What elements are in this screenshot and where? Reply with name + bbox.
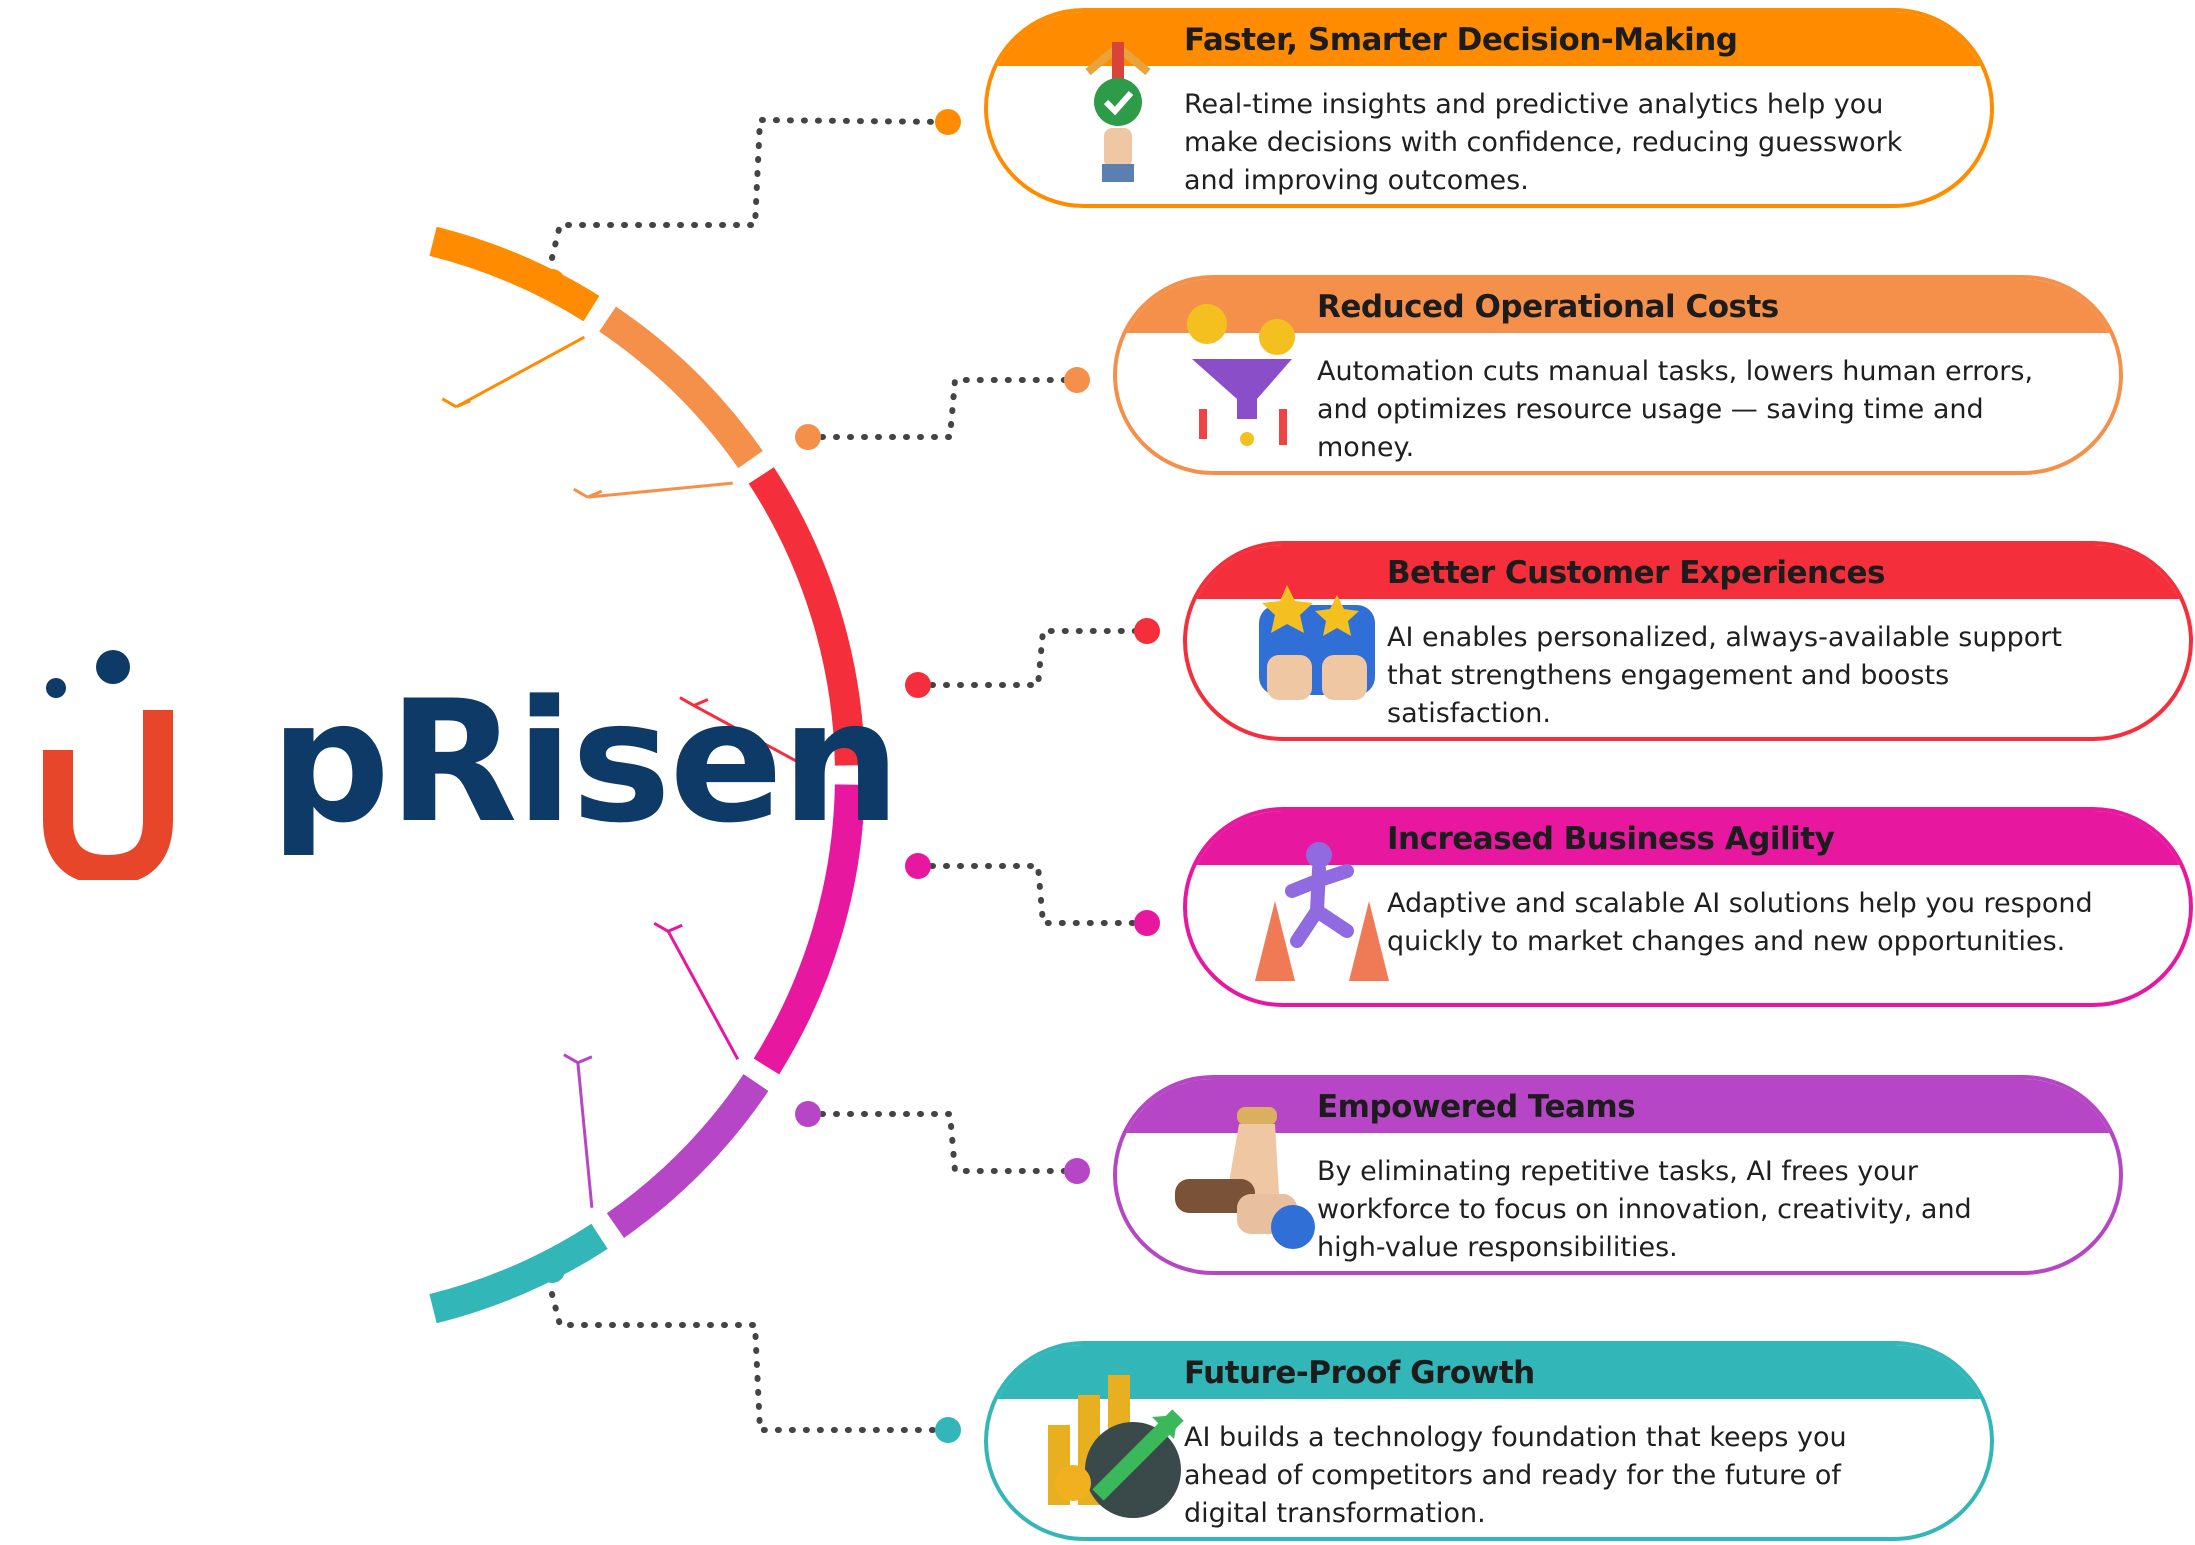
benefit-card-header [1187, 545, 2189, 599]
thumbs-up-stars-icon [1259, 585, 1375, 700]
connector-end-dot [935, 1417, 961, 1443]
growth-globe-icon [1048, 1375, 1184, 1518]
logo-dot-small [46, 678, 66, 698]
benefit-title: Future-Proof Growth [1184, 1355, 1535, 1391]
benefit-description: AI enables personalized, always-availabl… [1387, 622, 2062, 729]
junction-arrow-4 [653, 921, 740, 1061]
decision-arrows-icon [1085, 41, 1151, 182]
benefit-card-header [988, 12, 1990, 66]
connector-start-dot [539, 269, 565, 295]
connector-end-dot [1064, 1158, 1090, 1184]
jumping-cones-icon [1255, 842, 1389, 981]
connector-end-dot [1064, 367, 1090, 393]
connector-start-dot [539, 1257, 565, 1283]
logo-dot-large [96, 650, 130, 684]
benefit-description: By eliminating repetitive tasks, AI free… [1317, 1156, 1972, 1263]
dotted-connector-3 [915, 628, 1157, 688]
logo-u-mark [43, 710, 173, 880]
arc-segment-5 [606, 1074, 769, 1238]
benefit-card-header [1187, 811, 2189, 865]
connector-end-dot [1134, 910, 1160, 936]
connector-start-dot [795, 424, 821, 450]
connector-start-dot [905, 853, 931, 879]
arc-segment-4 [753, 784, 865, 1075]
team-hands-icon [1175, 1107, 1315, 1249]
junction-arrow-3 [679, 696, 823, 777]
benefit-card-header [988, 1345, 1990, 1399]
dotted-connector-4 [915, 863, 1157, 926]
benefit-title: Increased Business Agility [1387, 821, 1835, 857]
uprisen-logo: pRisen [40, 640, 901, 890]
dotted-connector-1 [549, 116, 951, 261]
benefit-title: Faster, Smarter Decision-Making [1184, 22, 1738, 58]
benefit-description: Automation cuts manual tasks, lowers hum… [1317, 356, 2034, 463]
junction-arrow-2 [572, 481, 733, 499]
junction-arrow-1 [441, 335, 586, 409]
dotted-connector-2 [805, 377, 1083, 440]
connector-end-dot [935, 109, 961, 135]
connector-start-dot [795, 1101, 821, 1127]
dotted-connector-6 [549, 1291, 951, 1433]
connector-start-dot [905, 672, 931, 698]
benefit-card: Better Customer Experiences AI enables pe… [1183, 541, 2193, 741]
benefit-card-header [1117, 1079, 2119, 1133]
coin-funnel-icon [1187, 304, 1295, 446]
benefit-description: Real-time insights and predictive analyt… [1184, 89, 1903, 196]
benefit-title: Reduced Operational Costs [1317, 289, 1779, 325]
benefit-title: Better Customer Experiences [1387, 555, 1885, 591]
benefit-title: Empowered Teams [1317, 1089, 1636, 1125]
arc-segment-3 [748, 467, 865, 766]
benefit-description: AI builds a technology foundation that k… [1184, 1422, 1847, 1529]
junction-arrow-5 [563, 1053, 594, 1208]
connector-end-dot [1134, 618, 1160, 644]
arc-segment-2 [599, 306, 763, 469]
arc-segment-6 [429, 1223, 608, 1324]
dotted-connector-5 [805, 1111, 1083, 1174]
arc-segment-1 [429, 226, 600, 322]
benefit-description: Adaptive and scalable AI solutions help … [1387, 888, 2093, 957]
benefit-card: Empowered Teams By eliminating repetitive… [1113, 1075, 2123, 1275]
benefit-card: Future-Proof Growth AI builds a technolog… [984, 1341, 1994, 1541]
logo-wordmark: pRisen [270, 664, 901, 860]
